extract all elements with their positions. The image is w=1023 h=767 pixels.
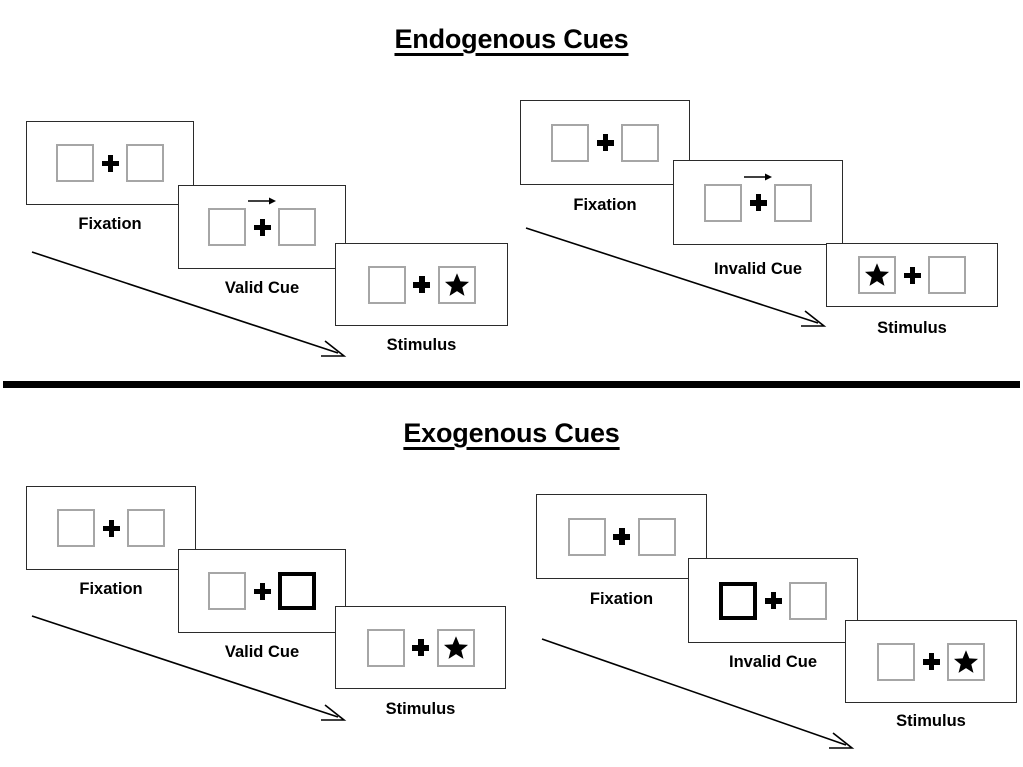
caption-exogenous-valid-cue: Valid Cue	[224, 643, 300, 661]
left-placeholder-box	[366, 628, 405, 667]
trial-frame-exogenous-invalid-stimulus	[845, 620, 1017, 703]
left-cue-box-highlighted	[719, 581, 757, 620]
trial-frame-endogenous-valid-fixation	[26, 121, 194, 205]
caption-endogenous-invalid-stimulus: Stimulus	[877, 319, 947, 337]
caption-endogenous-invalid-cue: Invalid Cue	[713, 260, 803, 278]
trial-frame-exogenous-valid-stimulus	[335, 606, 506, 689]
fixation-cross-wrap	[94, 144, 126, 182]
trial-frame-endogenous-invalid-cue	[673, 160, 843, 245]
trial-frame-endogenous-invalid-stimulus	[826, 243, 998, 307]
section-title-endogenous: Endogenous Cues	[394, 24, 629, 54]
sequence-arrow-endogenous-valid	[28, 246, 353, 364]
frame-content	[208, 197, 316, 246]
trial-frame-exogenous-valid-cue	[178, 549, 346, 633]
right-target-box	[436, 628, 475, 667]
left-placeholder-box	[208, 572, 246, 610]
caption-exogenous-invalid-fixation: Fixation	[589, 590, 654, 608]
right-placeholder-box	[789, 581, 827, 620]
section-divider	[3, 381, 1020, 388]
right-target-box	[437, 265, 476, 304]
right-placeholder-box	[127, 509, 165, 547]
cue-arrow-right-icon	[247, 193, 277, 205]
star-icon	[443, 635, 468, 659]
fixation-cross-icon	[903, 266, 921, 284]
caption-exogenous-invalid-cue: Invalid Cue	[728, 653, 818, 671]
left-placeholder-box	[877, 642, 915, 681]
section-title-exogenous: Exogenous Cues	[403, 418, 620, 448]
star-icon	[953, 649, 979, 673]
fixation-cross-icon	[253, 582, 271, 600]
fixation-cross-wrap	[589, 124, 621, 162]
right-target-box	[947, 642, 985, 681]
fixation-cross-icon	[596, 134, 614, 151]
frame-content	[567, 517, 676, 556]
sequence-arrow-endogenous-invalid	[522, 222, 832, 334]
fixation-cross-wrap	[246, 572, 278, 610]
left-placeholder-box	[567, 517, 606, 556]
right-placeholder-box	[928, 256, 966, 294]
right-placeholder-box	[637, 517, 676, 556]
fixation-cross-wrap	[915, 643, 947, 681]
fixation-cross-wrap	[246, 197, 278, 246]
frame-content	[877, 642, 985, 681]
left-placeholder-box	[551, 123, 589, 162]
caption-endogenous-valid-fixation: Fixation	[78, 215, 142, 233]
trial-frame-endogenous-invalid-fixation	[520, 100, 690, 185]
frame-content	[56, 144, 164, 182]
trial-frame-endogenous-valid-cue	[178, 185, 346, 269]
frame-content	[858, 256, 966, 294]
trial-frame-exogenous-valid-fixation	[26, 486, 196, 570]
right-placeholder-box	[621, 123, 659, 162]
trial-frame-exogenous-invalid-fixation	[536, 494, 707, 579]
caption-endogenous-valid-stimulus: Stimulus	[386, 336, 457, 354]
right-placeholder-box	[774, 183, 812, 222]
trial-frame-endogenous-valid-stimulus	[335, 243, 508, 326]
frame-content	[57, 509, 165, 547]
frame-content	[367, 265, 476, 304]
fixation-cross-icon	[413, 276, 430, 293]
fixation-cross-icon	[922, 653, 940, 670]
caption-endogenous-invalid-fixation: Fixation	[573, 196, 637, 214]
fixation-cross-wrap	[896, 256, 928, 294]
fixation-cross-icon	[412, 639, 429, 656]
frame-content	[366, 628, 475, 667]
frame-content	[208, 572, 316, 610]
fixation-cross-wrap	[757, 582, 789, 620]
sequence-arrow-exogenous-valid	[28, 610, 353, 728]
sequence-arrow-exogenous-invalid	[538, 633, 863, 757]
left-placeholder-box	[57, 509, 95, 547]
caption-exogenous-valid-stimulus: Stimulus	[385, 700, 456, 718]
frame-content	[551, 123, 659, 162]
trial-frame-exogenous-invalid-cue	[688, 558, 858, 643]
right-placeholder-box	[278, 208, 316, 246]
star-icon	[864, 263, 890, 286]
right-placeholder-box	[126, 144, 164, 182]
left-placeholder-box	[367, 265, 406, 304]
fixation-cross-icon	[101, 154, 119, 172]
left-target-box	[858, 256, 896, 294]
fixation-cross-icon	[764, 592, 782, 609]
fixation-cross-wrap	[405, 629, 437, 667]
left-placeholder-box	[704, 183, 742, 222]
fixation-cross-icon	[613, 528, 630, 545]
fixation-cross-wrap	[406, 266, 438, 304]
left-placeholder-box	[56, 144, 94, 182]
left-placeholder-box	[208, 208, 246, 246]
cue-arrow-right-icon	[743, 169, 773, 180]
caption-exogenous-invalid-stimulus: Stimulus	[896, 712, 966, 730]
frame-content	[719, 581, 827, 620]
caption-exogenous-valid-fixation: Fixation	[79, 580, 143, 598]
fixation-cross-wrap	[95, 509, 127, 547]
right-cue-box-highlighted	[278, 572, 316, 610]
fixation-cross-icon	[253, 218, 271, 236]
fixation-cross-wrap	[606, 518, 638, 556]
fixation-cross-icon	[102, 519, 120, 537]
star-icon	[444, 272, 469, 296]
frame-content	[704, 173, 812, 222]
fixation-cross-wrap	[742, 173, 774, 222]
fixation-cross-icon	[749, 194, 767, 211]
caption-endogenous-valid-cue: Valid Cue	[224, 279, 300, 297]
